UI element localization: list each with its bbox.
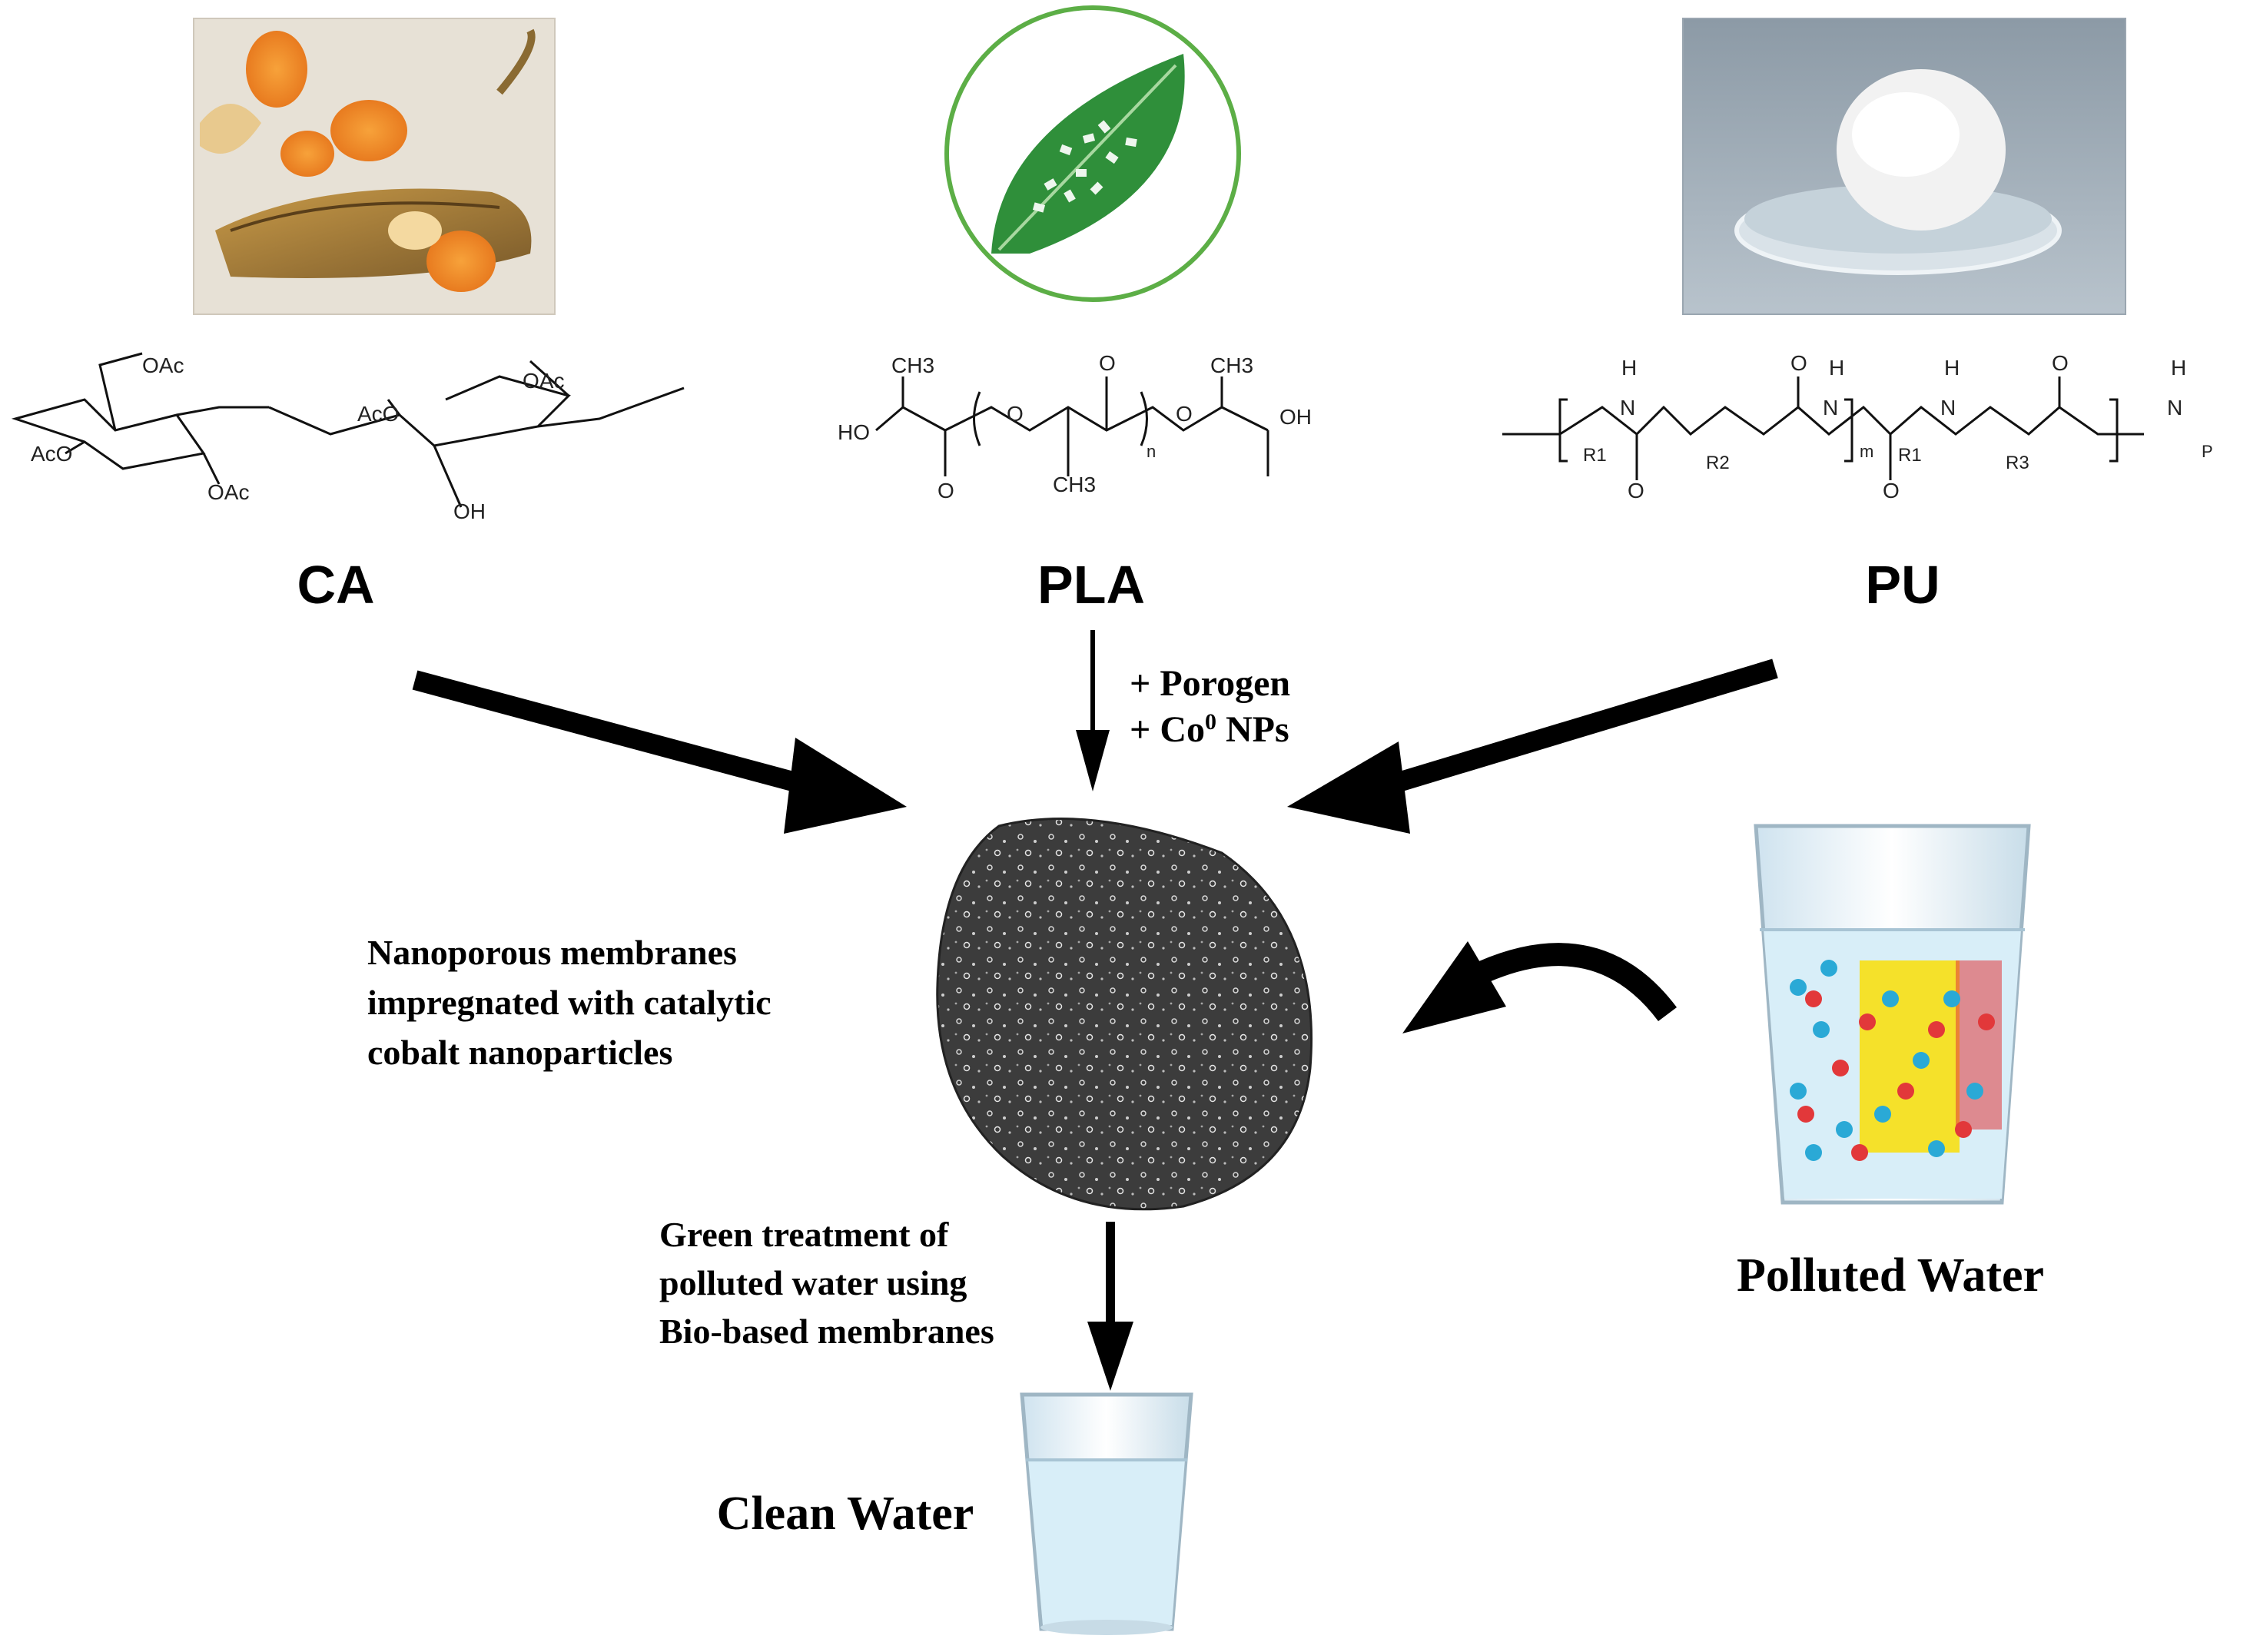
pu-label-o2: O <box>1790 351 1807 375</box>
pu-label-h4: H <box>2171 356 2186 380</box>
pla-label-ho: HO <box>838 420 870 444</box>
clean-water-glass <box>1020 1392 1193 1635</box>
pu-label-m: m <box>1860 442 1873 461</box>
pu-label-o4: O <box>2052 351 2069 375</box>
cobalt-np-label: + Co0 NPs <box>1130 709 1289 751</box>
pla-label-o3: O <box>1099 351 1116 375</box>
pla-label-ch3-left: CH3 <box>891 353 934 377</box>
pla-label-o4: O <box>1176 402 1193 426</box>
ca-label: CA <box>297 555 374 615</box>
pu-structure-labels: H H H H N N N N O O O O R1 R2 R1 R3 m P <box>1583 351 2213 503</box>
pla-label-oh: OH <box>1279 405 1312 429</box>
pu-label-n3: N <box>1940 396 1956 420</box>
pu-label-r2: R2 <box>1706 453 1730 473</box>
polluted-water-glass <box>1754 824 2031 1205</box>
treatment-arrow <box>1087 1222 1133 1391</box>
pu-label-r1a: R1 <box>1583 445 1607 466</box>
pla-leaf-image <box>944 5 1241 302</box>
ca-photo <box>193 18 556 315</box>
pu-photo <box>1682 18 2126 315</box>
ca-structure: OAc OAc AcO OAc AcO OH <box>11 352 685 523</box>
pu-label-n2: N <box>1823 396 1838 420</box>
pla-arrow <box>1076 630 1110 791</box>
pu-label-h2: H <box>1829 356 1844 380</box>
ca-label-oac-top: OAc <box>142 353 184 377</box>
pu-label-n1: N <box>1620 396 1635 420</box>
pu-label: PU <box>1865 555 1940 615</box>
ca-arrow <box>412 670 907 834</box>
pu-label-o3: O <box>1883 479 1900 503</box>
pla-label-o1: O <box>938 479 954 503</box>
treatment-caption-line3: Bio-based membranes <box>659 1312 994 1351</box>
ca-label-oac-right: OAc <box>523 369 564 393</box>
pla-label: PLA <box>1037 555 1145 615</box>
pu-label-h1: H <box>1621 356 1637 380</box>
membrane-caption-line1: Nanoporous membranes <box>367 933 737 972</box>
ca-label-oh: OH <box>453 499 486 523</box>
ca-label-aco-mid: AcO <box>357 402 399 426</box>
ca-structure-labels: OAc OAc AcO OAc AcO OH <box>31 353 564 523</box>
pu-structure: H H H H N N N N O O O O R1 R2 R1 R3 m P <box>1502 351 2213 503</box>
pla-structure-labels: CH3 CH3 CH3 HO OH O O O O n <box>838 351 1312 503</box>
membrane-caption-line2: impregnated with catalytic <box>367 983 772 1022</box>
treatment-caption-line2: polluted water using <box>659 1263 967 1302</box>
clean-water-label: Clean Water <box>717 1488 974 1540</box>
pu-label-h3: H <box>1944 356 1960 380</box>
pu-label-p: P <box>2202 442 2213 461</box>
pla-label-o2: O <box>1007 402 1024 426</box>
treatment-caption-line1: Green treatment of <box>659 1215 949 1254</box>
pla-label-n: n <box>1147 442 1156 461</box>
membrane-caption-line3: cobalt nanoparticles <box>367 1033 672 1072</box>
pu-label-r1b: R1 <box>1898 445 1922 466</box>
curved-arrow <box>1402 941 1677 1033</box>
ca-label-oac-bottom: OAc <box>207 480 249 504</box>
pu-label-n4: N <box>2167 396 2182 420</box>
polluted-water-label: Polluted Water <box>1737 1249 2044 1302</box>
pu-label-o1: O <box>1628 479 1644 503</box>
pla-label-ch3-right: CH3 <box>1210 353 1253 377</box>
porogen-label: + Porogen <box>1130 663 1290 704</box>
pla-label-ch3-mid: CH3 <box>1053 473 1096 496</box>
ca-label-aco-left: AcO <box>31 442 72 466</box>
pla-structure: CH3 CH3 CH3 HO OH O O O O n <box>838 351 1312 503</box>
pu-label-r3: R3 <box>2006 453 2029 473</box>
pu-arrow <box>1287 658 1778 834</box>
nanoporous-membrane <box>936 818 1313 1211</box>
